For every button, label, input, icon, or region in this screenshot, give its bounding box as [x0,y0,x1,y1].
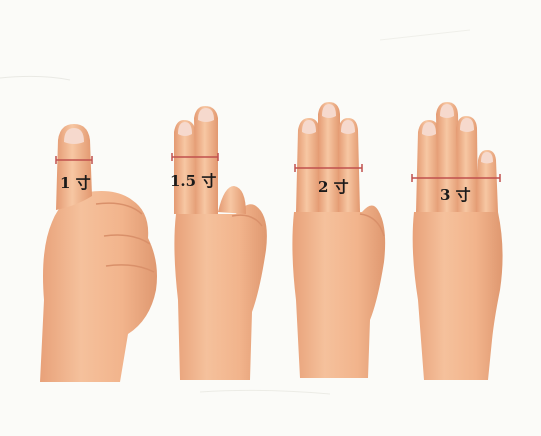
label-1-cun: 1 寸 [60,174,91,192]
hand-two-fingers: 1.5 寸 [170,106,267,380]
hand-thumb-width: 1 寸 [40,124,157,382]
label-2-cun: 2 寸 [318,178,349,196]
hand-three-fingers: 2 寸 [292,102,385,378]
label-3-cun: 3 寸 [440,186,471,204]
hand-four-fingers: 3 寸 [412,102,503,380]
label-1-5-cun: 1.5 寸 [170,172,216,190]
